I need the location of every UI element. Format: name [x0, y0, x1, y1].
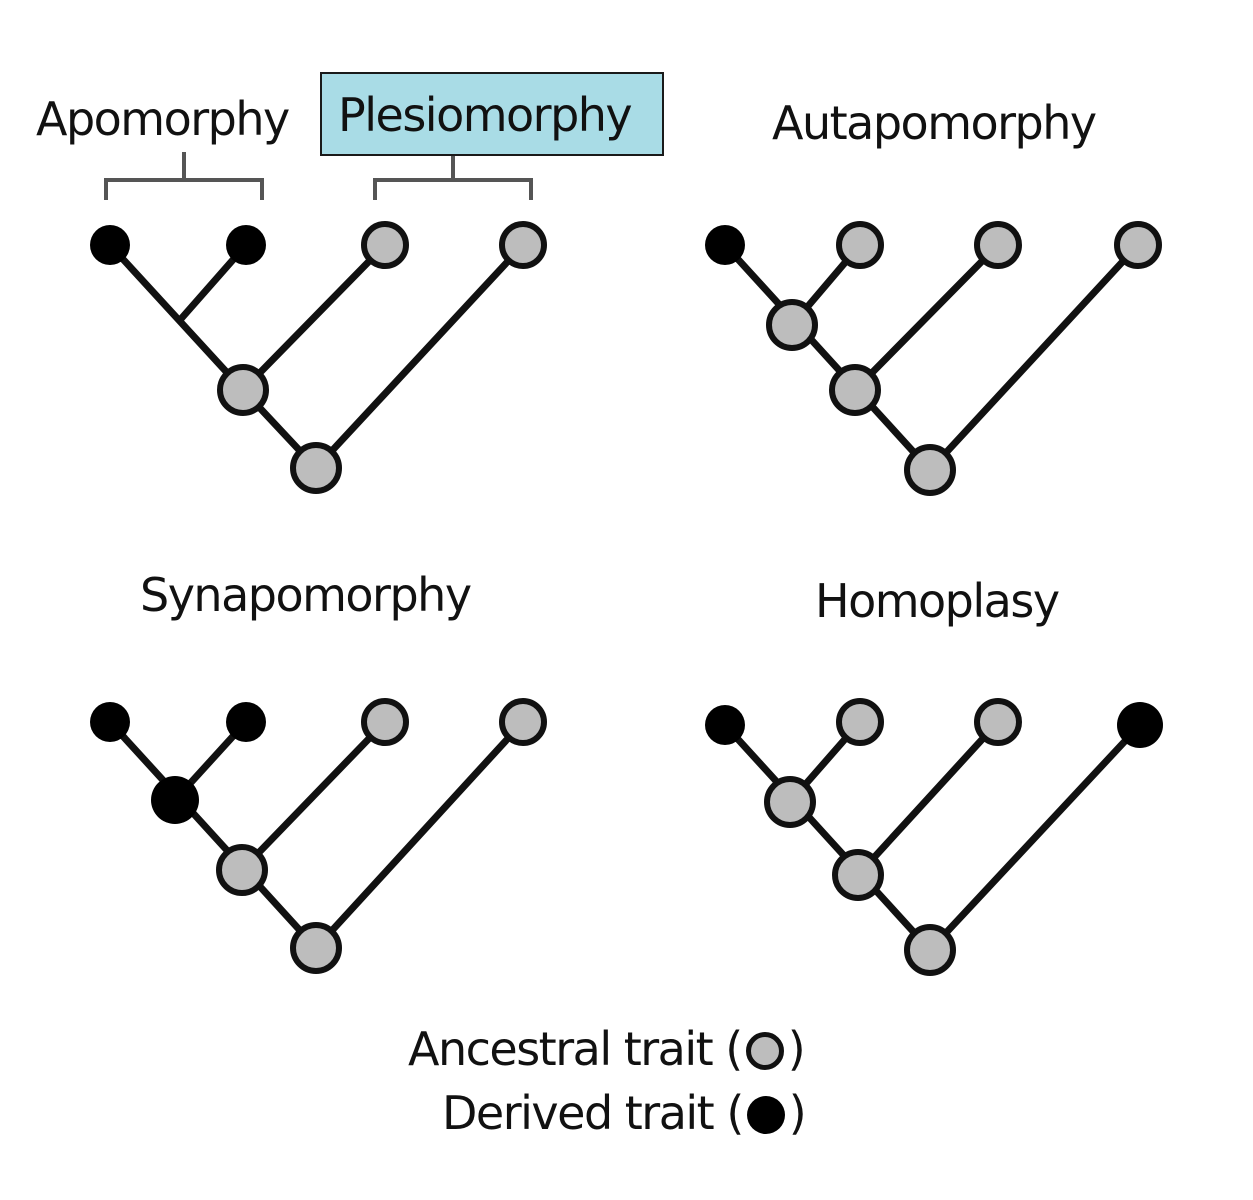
legend-derived-text: Derived trait: [442, 1086, 715, 1140]
ancestral-tip-node: [499, 221, 547, 269]
nodes-top-left: [90, 221, 547, 494]
ancestral-internal-node: [217, 364, 269, 416]
branch: [721, 241, 934, 474]
derived-tip-node: [90, 225, 130, 265]
legend-open-paren: (: [725, 1022, 743, 1076]
ancestral-legend-dot: [745, 1032, 784, 1070]
legend-close-paren: ): [788, 1086, 807, 1140]
plesiomorphy-label: Plesiomorphy: [338, 88, 633, 142]
ancestral-internal-node: [764, 776, 816, 828]
ancestral-root-node: [904, 444, 956, 496]
legend-derived: Derived trait (): [442, 1090, 807, 1136]
plesiomorphy-bracket: [373, 155, 533, 200]
branch: [854, 718, 1002, 879]
derived-tip-node: [90, 702, 130, 742]
branch: [312, 718, 527, 952]
ancestral-tip-node: [974, 221, 1022, 269]
ancestral-root-node: [290, 922, 342, 974]
ancestral-tip-node: [499, 698, 547, 746]
plesiomorphy-highlight: [321, 73, 663, 155]
nodes-bottom-right: [705, 698, 1163, 976]
tree-bottom-left: [106, 718, 527, 952]
branch: [721, 721, 934, 954]
legend-ancestral-text: Ancestral trait: [408, 1022, 714, 1076]
derived-tip-node: [1117, 702, 1163, 748]
ancestral-internal-node: [216, 844, 268, 896]
derived-internal-node: [151, 776, 199, 824]
legend-ancestral: Ancestral trait (): [408, 1026, 806, 1072]
nodes-bottom-left: [90, 698, 547, 974]
ancestral-tip-node: [1114, 221, 1162, 269]
derived-tip-node: [705, 705, 745, 745]
branch: [926, 241, 1142, 474]
tree-top-right: [721, 241, 1142, 474]
branch: [312, 241, 527, 472]
legend-open-paren: (: [726, 1086, 744, 1140]
autapomorphy-label: Autapomorphy: [772, 96, 1097, 150]
homoplasy-label: Homoplasy: [815, 574, 1060, 628]
ancestral-tip-node: [836, 221, 884, 269]
branch: [239, 241, 389, 394]
branch: [926, 721, 1144, 954]
plesiomorphy-highlight-border: [320, 72, 664, 156]
apomorphy-label: Apomorphy: [36, 92, 290, 146]
derived-legend-dot: [746, 1096, 785, 1134]
apomorphy-bracket: [104, 152, 264, 200]
branch: [106, 718, 320, 952]
nodes-top-right: [705, 221, 1162, 496]
branch: [238, 718, 389, 874]
ancestral-internal-node: [829, 364, 881, 416]
ancestral-internal-node: [766, 299, 818, 351]
synapomorphy-label: Synapomorphy: [140, 568, 472, 622]
derived-tip-node: [226, 702, 266, 742]
branch: [106, 241, 247, 394]
derived-tip-node: [226, 225, 266, 265]
tree-top-left: [106, 241, 527, 472]
ancestral-root-node: [290, 442, 342, 494]
derived-tip-node: [705, 225, 745, 265]
ancestral-tip-node: [974, 698, 1022, 746]
branch: [851, 241, 1002, 394]
ancestral-internal-node: [832, 849, 884, 901]
ancestral-tip-node: [361, 698, 409, 746]
ancestral-tip-node: [361, 221, 409, 269]
ancestral-tip-node: [836, 698, 884, 746]
ancestral-root-node: [904, 924, 956, 976]
tree-bottom-right: [721, 718, 1144, 954]
legend-close-paren: ): [787, 1022, 806, 1076]
